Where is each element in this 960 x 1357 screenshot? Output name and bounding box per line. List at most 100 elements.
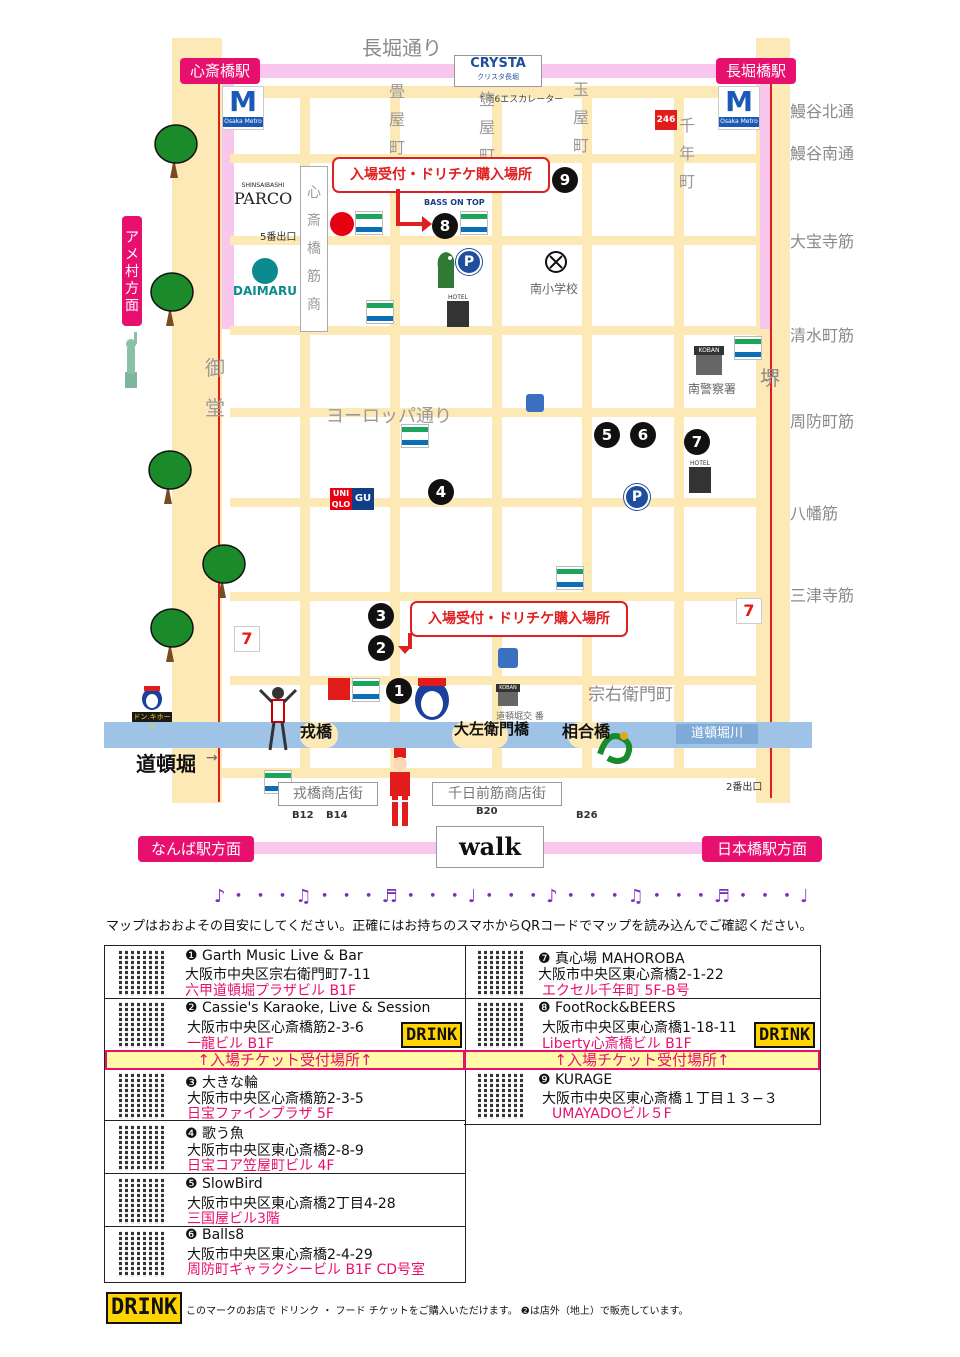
venue-name: ❼ 真心場 MAHOROBA: [538, 951, 685, 967]
venue-pin-5[interactable]: 5: [594, 422, 620, 448]
venue-name: ❷ Cassie's Karaoke, Live & Session: [185, 1000, 431, 1016]
venue-address: 大阪市中央区宗右衛門町7-11: [185, 967, 371, 983]
tree-icon: [150, 272, 194, 326]
blue-sign-icon: [526, 394, 544, 412]
ticket-band-right: ↑入場チケット受付場所↑: [464, 1050, 820, 1070]
escalator-label: ↑南6エスカレーター: [478, 95, 564, 105]
station-nagahoribashi[interactable]: 長堀橋駅: [716, 58, 797, 84]
map-notice: マップはおおよその目安にしてください。正確にはお持ちのスマホからQRコードでマッ…: [106, 919, 813, 934]
exit-5-label: 5番出口: [260, 232, 297, 243]
qr-code-icon[interactable]: [119, 1231, 165, 1277]
qr-code-icon[interactable]: [119, 950, 165, 996]
venue-row-8[interactable]: ❽ FootRock&BEERS 大阪市中央区東心斎橋1-18-11 Liber…: [464, 998, 820, 1052]
uniqlo-logo[interactable]: UNI QLO: [330, 488, 352, 510]
station-nipponbashi[interactable]: 日本橋駅方面: [702, 836, 822, 862]
familymart-icon: [401, 424, 429, 448]
parco-logo[interactable]: SHINSAIBASHI PARCO: [234, 182, 292, 208]
metro-logo-icon: M Osaka Metro: [222, 86, 264, 130]
shoutengai-ebisu: 戎橋商店街: [278, 782, 378, 806]
bridge-label-ebisu: 戎橋: [300, 722, 333, 741]
familymart-icon: [460, 211, 488, 235]
venue-row-9[interactable]: ❾ KURAGE 大阪市中央区東心斎橋１丁目１３−３ UMAYADOビル５F: [464, 1070, 820, 1122]
blue-sign-icon: [498, 648, 518, 668]
venue-table-right: ❼ 真心場 MAHOROBA 大阪市中央区東心斎橋2-1-22 エクセル千年町 …: [464, 945, 821, 1125]
venue-pin-7[interactable]: 7: [684, 429, 710, 455]
venue-row-2[interactable]: ❷ Cassie's Karaoke, Live & Session 大阪市中央…: [105, 998, 465, 1052]
street-daihoji: 大宝寺筋: [790, 232, 855, 251]
station-amemura[interactable]: アメ村方面: [122, 216, 142, 326]
venue-building: 周防町ギャラクシービル B1F CD号室: [187, 1262, 426, 1278]
venue-building: Liberty心斎橋ビル B1F: [542, 1036, 692, 1052]
drugstore-icon: [328, 678, 350, 700]
tree-icon: [150, 608, 194, 662]
street-yawata: 八幡筋: [790, 504, 839, 523]
street-unagidani-minami: 鰻谷南通: [790, 144, 855, 163]
drink-badge-legend: DRINK: [106, 1292, 183, 1324]
street-tatamiya: 畳屋町: [388, 82, 405, 157]
map-area: 長堀通り CRYSTA クリスタ長堀 ↑南6エスカレーター 心斎橋駅 長堀橋駅 …: [104, 36, 855, 868]
koban-icon: KOBAN: [496, 684, 520, 708]
bridge-daizaemon: [452, 722, 508, 748]
koban-label: 道頓堀交 番: [496, 712, 544, 722]
venue-row-1[interactable]: ❶ Garth Music Live & Bar 大阪市中央区宗右衛門町7-11…: [105, 946, 465, 999]
qr-code-icon[interactable]: [119, 1178, 165, 1224]
venue-pin-4[interactable]: 4: [428, 479, 454, 505]
venue-pin-1[interactable]: 1: [386, 678, 412, 704]
seven-eleven-icon: 7: [234, 626, 260, 652]
venue-row-3[interactable]: ❸ 大きな輪 大阪市中央区心斎橋筋2-3-5 日宝ファインプラザ 5F: [105, 1070, 465, 1122]
street-sakai: 堺: [760, 366, 780, 390]
walk-logo[interactable]: walk: [436, 826, 544, 868]
road-mido: [172, 38, 222, 803]
shinsaibashisuji-box: 心斎橋筋商: [300, 166, 328, 332]
daimaru-logo[interactable]: DAIMARU: [232, 258, 298, 306]
exit-b26: B26: [576, 810, 598, 821]
exit-2-label: 2番出口: [726, 782, 763, 793]
gu-logo[interactable]: GU: [352, 488, 374, 510]
donki-penguin-icon: [138, 686, 166, 710]
qr-code-icon[interactable]: [478, 1002, 524, 1048]
tree-icon: [148, 450, 192, 504]
venue-pin-9[interactable]: 9: [552, 167, 578, 193]
venue-pin-2[interactable]: 2: [368, 635, 394, 661]
qr-code-icon[interactable]: [119, 1002, 165, 1048]
qr-code-icon[interactable]: [478, 1073, 524, 1119]
venue-pin-8[interactable]: 8: [432, 213, 458, 239]
venue-row-5[interactable]: ❺ SlowBird 大阪市中央区東心斎橋2丁目4-28 三国屋ビル3階: [105, 1174, 465, 1227]
top-street-label: 長堀通り: [362, 36, 442, 60]
road-nagahori: [172, 86, 790, 98]
police-icon: KOBAN: [694, 346, 724, 376]
venue-row-6[interactable]: ❻ Balls8 大阪市中央区東心斎橋2-4-29 周防町ギャラクシービル B1…: [105, 1227, 465, 1281]
clown-icon: [386, 748, 414, 830]
venue-pin-3[interactable]: 3: [368, 603, 394, 629]
qr-code-icon[interactable]: [478, 950, 524, 996]
railway-line: [218, 78, 220, 802]
venue-building: 日宝コア笠屋町ビル 4F: [187, 1158, 335, 1174]
walk-logo-text: walk: [459, 832, 521, 861]
familymart-icon: [734, 336, 762, 360]
donki-logo[interactable]: ドン.キホーテ: [132, 712, 172, 731]
station-namba[interactable]: なんば駅方面: [138, 836, 254, 862]
arrowhead-icon: [398, 646, 412, 654]
street-sennichi: 千年町: [678, 116, 695, 191]
venue-address: 大阪市中央区東心斎橋2-8-9: [187, 1143, 364, 1159]
callout-arrow-top: [396, 222, 424, 226]
railway-line-right: [770, 78, 772, 798]
qr-code-icon[interactable]: [119, 1125, 165, 1171]
road-bottom: [172, 768, 790, 778]
station-shinsaibashi[interactable]: 心斎橋駅: [180, 58, 261, 84]
venue-name: ❾ KURAGE: [538, 1072, 613, 1088]
crysta-logo[interactable]: CRYSTA クリスタ長堀: [454, 55, 542, 87]
subway-band-right: [760, 64, 772, 329]
qr-code-icon[interactable]: [119, 1073, 165, 1119]
bridge-label-daizaemon: 大左衛門橋: [454, 720, 530, 738]
hotel-icon: HOTEL: [688, 460, 712, 496]
venue-row-4[interactable]: ❹ 歌う魚 大阪市中央区東心斎橋2-8-9 日宝コア笠屋町ビル 4F: [105, 1121, 465, 1174]
callout-arrow-bottom: [408, 633, 412, 649]
familymart-icon: [355, 211, 383, 235]
exit-b12: B12: [292, 810, 314, 821]
area-soemoncho: 宗右衛門町: [588, 685, 673, 705]
tree-icon: [202, 544, 246, 598]
venue-pin-6[interactable]: 6: [630, 422, 656, 448]
metro-logo-icon: M Osaka Metro: [718, 86, 760, 130]
venue-row-7[interactable]: ❼ 真心場 MAHOROBA 大阪市中央区東心斎橋2-1-22 エクセル千年町 …: [464, 946, 820, 999]
